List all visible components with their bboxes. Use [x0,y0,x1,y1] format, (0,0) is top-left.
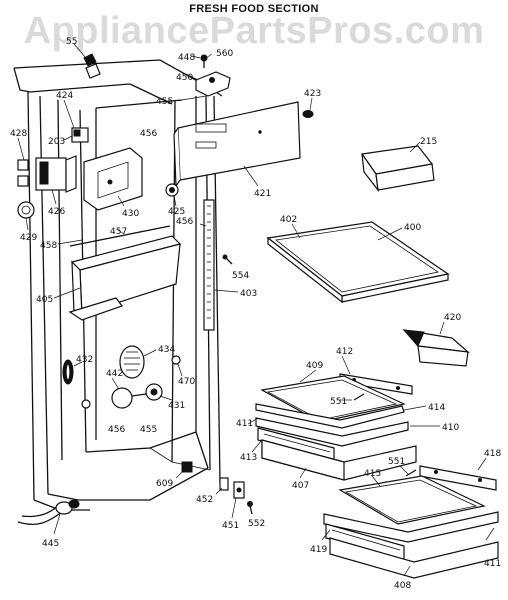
part-434-vent [119,345,157,379]
callout-451: 451 [222,521,239,531]
callout-609: 609 [156,479,173,489]
part-426-switch-box [17,137,77,205]
part-432-light-shield [62,359,83,385]
callout-554: 554 [232,271,249,281]
callout-551b: 551 [388,457,405,467]
part-410-drawer-frame [255,417,440,447]
callout-415: 415 [364,469,381,479]
part-cap [81,399,91,409]
callout-426: 426 [48,207,65,217]
callout-409: 409 [306,361,323,371]
part-425-knob [165,183,179,207]
part-411-guide [247,417,259,425]
callout-423: 423 [304,89,321,99]
callout-452: 452 [196,495,213,505]
part-457-duct [57,225,171,247]
callout-421: 421 [254,189,271,199]
part-450-hinge-bracket [185,53,231,97]
part-424-thermostat [63,99,89,143]
part-400-glass-shelf [266,221,450,304]
callout-418: 418 [484,449,501,459]
callout-400: 400 [404,223,421,233]
part-609-plug [175,461,193,479]
part-callouts: 55 448 560 450 424 455 423 203 456 428 2… [10,37,501,591]
part-551-screw-lower [399,465,417,477]
part-409-crisper-cover [260,369,406,423]
callout-424: 424 [56,91,73,101]
part-451-bracket [231,481,245,519]
callout-411b: 411 [484,559,501,569]
callout-551: 551 [330,397,347,407]
callout-560: 560 [216,49,233,59]
callout-456: 456 [140,129,157,139]
callout-405: 405 [36,295,53,305]
callout-455b: 455 [140,425,157,435]
part-423-socket [302,97,314,118]
callout-456c: 456 [108,425,125,435]
callout-203: 203 [48,137,65,147]
part-452-hinge-pin [215,477,229,495]
part-430-cover [83,147,143,211]
callout-414: 414 [428,403,445,413]
callout-429: 429 [20,233,37,243]
part-407-drawer [261,439,417,481]
callout-431: 431 [168,401,185,411]
callout-413: 413 [240,453,257,463]
callout-420: 420 [444,313,461,323]
callout-215: 215 [420,137,437,147]
callout-412: 412 [336,347,353,357]
part-405-deflector [53,235,182,321]
callout-434: 434 [158,345,175,355]
part-415-crisper-cover [338,475,486,525]
part-448-screw [191,54,208,68]
callout-458: 458 [40,241,57,251]
callout-470: 470 [178,377,195,387]
part-418-rail [419,457,497,491]
part-445-wire-connector [17,499,80,535]
callout-457: 457 [110,227,127,237]
part-554-screw [222,254,233,265]
section-title: FRESH FOOD SECTION [189,3,319,15]
part-421-control-housing [173,101,301,188]
part-420-tray [402,321,470,367]
callout-402: 402 [280,215,297,225]
part-419-frame [321,511,499,561]
callout-419: 419 [310,545,327,555]
part-442-dial [111,377,173,409]
callout-455: 455 [156,97,173,107]
part-55-clip [73,43,101,79]
part-552-screw [247,501,253,515]
callout-428: 428 [10,129,27,139]
callout-55: 55 [66,37,77,47]
part-551-screw [340,393,365,401]
callout-407: 407 [292,481,309,491]
callout-552: 552 [248,519,265,529]
part-215-dairy-bin [360,141,435,193]
part-403-shelf-rail [199,199,239,331]
callout-432: 432 [76,355,93,365]
part-429-bulb [17,201,35,231]
callout-430: 430 [122,209,139,219]
callout-411: 411 [236,419,253,429]
callout-403: 403 [240,289,257,299]
callout-445: 445 [42,539,59,549]
callout-456b: 456 [176,217,193,227]
part-470-cap [171,355,183,377]
callout-450: 450 [176,73,193,83]
callout-410: 410 [442,423,459,433]
callout-442: 442 [106,369,123,379]
part-408-drawer [329,527,499,579]
callout-408: 408 [394,581,411,591]
part-414-frame [255,403,427,429]
callout-425: 425 [168,207,185,217]
callout-448: 448 [178,53,195,63]
